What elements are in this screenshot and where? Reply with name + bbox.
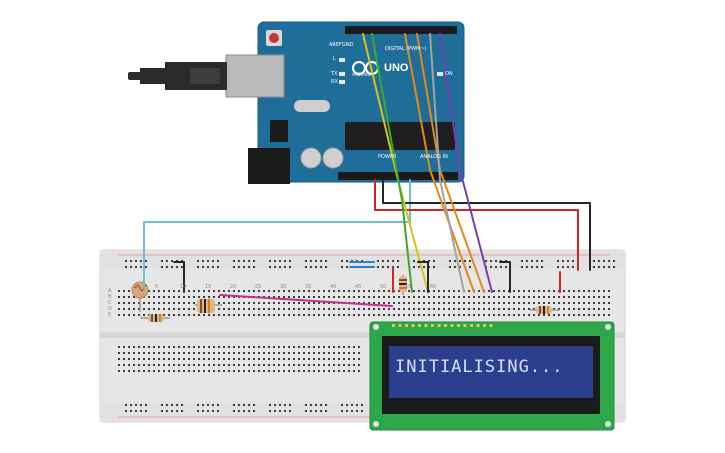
microcontroller-chip: [345, 122, 455, 150]
digital-header-label: DIGITAL (PWM~): [385, 46, 427, 52]
gnd-label: GND: [342, 42, 354, 48]
column-number: 50: [380, 284, 387, 290]
rx-label: RX: [331, 79, 338, 85]
wire-black: [382, 179, 591, 271]
column-number: 10: [180, 284, 187, 290]
lcd-pin-header: [392, 324, 493, 327]
column-number: 45: [355, 284, 362, 290]
column-number: 25: [255, 284, 262, 290]
usb-connector: [225, 54, 285, 98]
resistor-3[interactable]: [530, 306, 560, 314]
column-number: 40: [330, 284, 337, 290]
column-number: 1: [135, 284, 139, 290]
l-label: L: [333, 56, 336, 62]
arduino-model-label: UNO: [384, 62, 409, 74]
column-number: 5: [155, 284, 159, 290]
wire-orange-1: [404, 33, 475, 293]
lcd-display-text: INITIALISING...: [395, 357, 564, 377]
reset-button[interactable]: [269, 33, 279, 43]
wire-magenta: [219, 294, 393, 307]
resistor-4[interactable]: [399, 275, 407, 295]
lcd-module[interactable]: [369, 321, 615, 431]
analog-label: ANALOG IN: [420, 154, 448, 160]
resistor-1[interactable]: [140, 314, 170, 322]
resistor-2[interactable]: [195, 299, 222, 313]
wire-cyan: [143, 179, 411, 289]
power-label: POWER: [378, 154, 397, 160]
column-number: 60: [430, 284, 437, 290]
breadboard-holes: [118, 260, 615, 412]
column-number: 35: [305, 284, 312, 290]
wire-black-3: [417, 261, 429, 293]
column-number: 30: [280, 284, 287, 290]
wire-purple: [439, 33, 493, 293]
wire-black-2: [173, 261, 185, 293]
wire-gray: [429, 33, 465, 293]
row-letter: B: [108, 294, 112, 300]
wire-red: [374, 179, 579, 271]
power-jack: [248, 148, 290, 184]
row-letter: E: [108, 312, 112, 318]
column-number: 20: [230, 284, 237, 290]
row-letter: D: [108, 306, 112, 312]
tx-label: TX: [331, 71, 338, 77]
column-number: 15: [205, 284, 212, 290]
lcd-screen: [389, 346, 593, 398]
arduino-uno-board[interactable]: [128, 21, 465, 184]
wire-green: [371, 33, 413, 293]
wires[interactable]: [143, 33, 591, 307]
row-letter: A: [108, 288, 112, 294]
wire-black-4: [499, 261, 511, 293]
column-number: 55: [405, 284, 412, 290]
arduino-brand-label: ARDUINO: [352, 72, 371, 77]
aref-label: AREF: [329, 42, 342, 48]
row-letter: C: [108, 300, 112, 306]
on-label: ON: [445, 71, 453, 77]
